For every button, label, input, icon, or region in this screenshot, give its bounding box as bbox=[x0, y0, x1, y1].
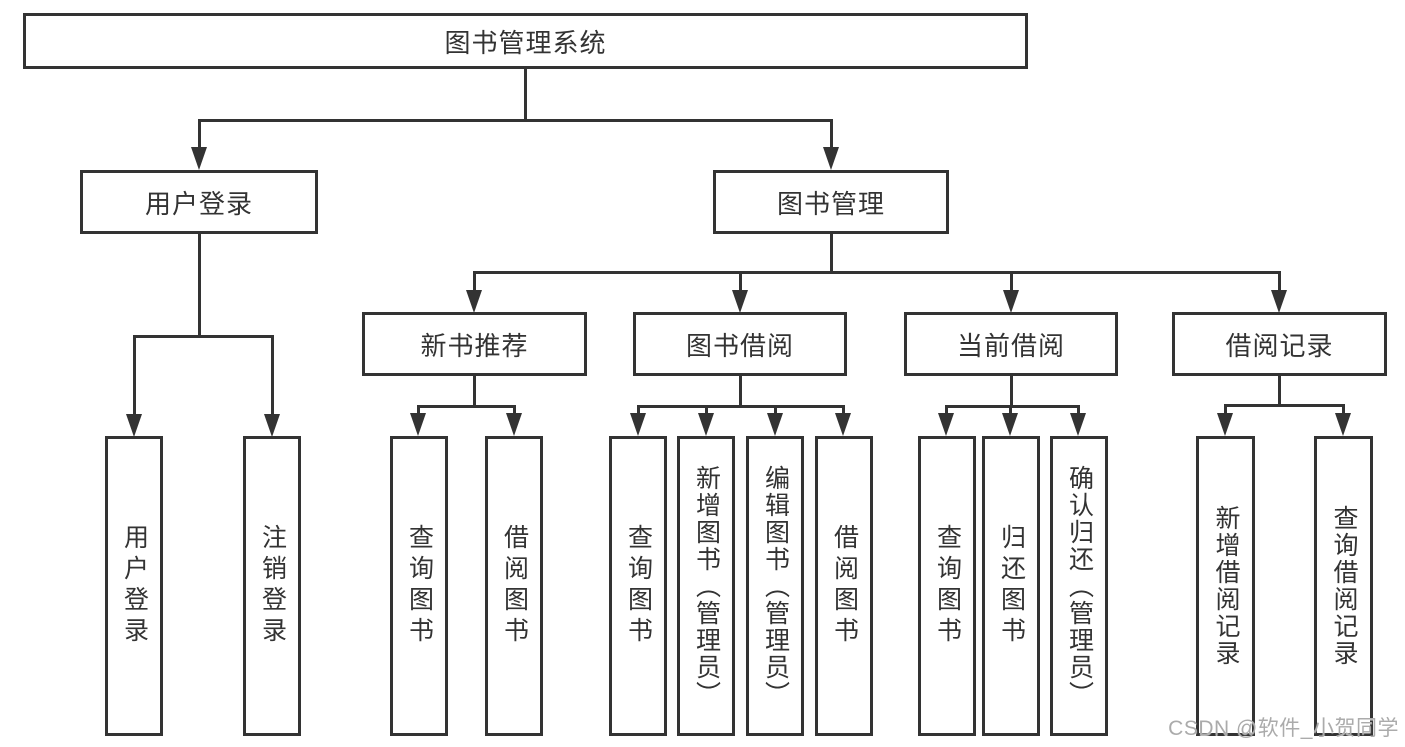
connector-branch bbox=[830, 119, 833, 150]
node-leaf-borrowing-borrow-book: 借阅图书 bbox=[815, 436, 873, 736]
connector-branch bbox=[271, 335, 274, 416]
arrowhead-down-icon bbox=[698, 413, 714, 436]
node-leaf-borrowing-add-book-admin: 新增图书（管理员） bbox=[677, 436, 735, 736]
arrowhead-down-icon bbox=[938, 413, 954, 436]
node-leaf-current-confirm-return-admin: 确认归还（管理员） bbox=[1050, 436, 1108, 736]
node-leaf-records-add-record-label: 新增借阅记录 bbox=[1212, 505, 1240, 667]
connector-level1-rail bbox=[198, 119, 833, 122]
node-leaf-current-return-book-label: 归还图书 bbox=[997, 524, 1026, 648]
connector-root-stem bbox=[524, 69, 527, 120]
csdn-watermark: CSDN @软件_小贺同学 bbox=[1168, 717, 1399, 740]
connector-stem bbox=[1010, 376, 1013, 407]
arrowhead-down-icon bbox=[732, 290, 748, 313]
arrowhead-down-icon bbox=[466, 290, 482, 313]
node-leaf-borrowing-borrow-book-label: 借阅图书 bbox=[830, 524, 859, 648]
node-leaf-records-query-record: 查询借阅记录 bbox=[1314, 436, 1373, 736]
node-borrow-records-label: 借阅记录 bbox=[1225, 330, 1334, 361]
node-leaf-borrowing-add-book-admin-label: 新增图书（管理员） bbox=[692, 464, 721, 708]
connector-branch bbox=[1342, 404, 1345, 416]
node-leaf-user-login: 用户登录 bbox=[105, 436, 163, 736]
node-leaf-current-query-book: 查询图书 bbox=[918, 436, 976, 736]
connector-rail bbox=[133, 335, 274, 338]
connector-branch bbox=[473, 271, 476, 292]
arrowhead-down-icon bbox=[126, 414, 142, 437]
node-new-book-recommend-label: 新书推荐 bbox=[420, 330, 529, 361]
node-leaf-borrowing-query-book-label: 查询图书 bbox=[624, 524, 653, 648]
connector-branch bbox=[739, 271, 742, 292]
arrowhead-down-icon bbox=[264, 414, 280, 437]
arrowhead-down-icon bbox=[835, 413, 851, 436]
node-leaf-borrowing-edit-book-admin-label: 编辑图书（管理员） bbox=[761, 464, 790, 708]
node-leaf-recommend-query-book-label: 查询图书 bbox=[405, 524, 434, 648]
node-current-borrowing: 当前借阅 bbox=[904, 312, 1118, 376]
node-root: 图书管理系统 bbox=[23, 13, 1028, 69]
arrowhead-down-icon bbox=[630, 413, 646, 436]
arrowhead-down-icon bbox=[1335, 413, 1351, 436]
connector-rail bbox=[637, 405, 845, 408]
connector-stem bbox=[198, 234, 201, 337]
node-leaf-recommend-borrow-book: 借阅图书 bbox=[485, 436, 543, 736]
node-book-management: 图书管理 bbox=[713, 170, 949, 234]
node-leaf-records-query-record-label: 查询借阅记录 bbox=[1330, 505, 1358, 667]
node-leaf-current-query-book-label: 查询图书 bbox=[933, 524, 962, 648]
arrowhead-down-icon bbox=[1002, 413, 1018, 436]
arrowhead-down-icon bbox=[823, 147, 839, 170]
connector-rail bbox=[945, 405, 1080, 408]
connector-branch bbox=[1077, 405, 1080, 416]
connector-stem bbox=[739, 376, 742, 407]
arrowhead-down-icon bbox=[506, 413, 522, 436]
arrowhead-down-icon bbox=[191, 147, 207, 170]
connector-stem bbox=[830, 234, 833, 273]
node-book-borrowing: 图书借阅 bbox=[633, 312, 847, 376]
connector-rail bbox=[1224, 404, 1344, 407]
arrowhead-down-icon bbox=[767, 413, 783, 436]
node-root-label: 图书管理系统 bbox=[444, 27, 607, 58]
node-leaf-recommend-borrow-book-label: 借阅图书 bbox=[500, 524, 529, 648]
connector-branch bbox=[133, 335, 136, 416]
node-current-borrowing-label: 当前借阅 bbox=[956, 330, 1065, 361]
node-leaf-logout-label: 注销登录 bbox=[258, 524, 287, 648]
connector-stem bbox=[1278, 376, 1281, 407]
node-book-management-label: 图书管理 bbox=[776, 188, 885, 219]
node-leaf-recommend-query-book: 查询图书 bbox=[390, 436, 448, 736]
node-leaf-logout: 注销登录 bbox=[243, 436, 301, 736]
connector-branch bbox=[417, 405, 420, 416]
arrowhead-down-icon bbox=[1271, 290, 1287, 313]
node-leaf-records-add-record: 新增借阅记录 bbox=[1196, 436, 1255, 736]
node-user-login-label: 用户登录 bbox=[144, 188, 253, 219]
connector-stem bbox=[473, 376, 476, 407]
connector-branch bbox=[842, 405, 845, 416]
connector-branch bbox=[1278, 271, 1281, 292]
arrowhead-down-icon bbox=[1070, 413, 1086, 436]
node-leaf-borrowing-edit-book-admin: 编辑图书（管理员） bbox=[746, 436, 804, 736]
arrowhead-down-icon bbox=[1217, 413, 1233, 436]
arrowhead-down-icon bbox=[1003, 290, 1019, 313]
node-leaf-current-confirm-return-admin-label: 确认归还（管理员） bbox=[1065, 464, 1094, 708]
connector-branch bbox=[945, 405, 948, 416]
node-book-borrowing-label: 图书借阅 bbox=[685, 330, 794, 361]
node-new-book-recommend: 新书推荐 bbox=[362, 312, 587, 376]
connector-rail bbox=[417, 405, 516, 408]
connector-branch bbox=[1009, 405, 1012, 416]
connector-branch bbox=[774, 405, 777, 416]
connector-level2-rail bbox=[473, 271, 1281, 274]
connector-branch bbox=[1010, 271, 1013, 292]
connector-branch bbox=[513, 405, 516, 416]
arrowhead-down-icon bbox=[410, 413, 426, 436]
connector-branch bbox=[637, 405, 640, 416]
node-borrow-records: 借阅记录 bbox=[1172, 312, 1387, 376]
connector-branch bbox=[1224, 404, 1227, 416]
node-leaf-user-login-label: 用户登录 bbox=[120, 524, 149, 648]
node-leaf-borrowing-query-book: 查询图书 bbox=[609, 436, 667, 736]
connector-branch bbox=[705, 405, 708, 416]
node-leaf-current-return-book: 归还图书 bbox=[982, 436, 1040, 736]
connector-branch bbox=[198, 119, 201, 150]
node-user-login: 用户登录 bbox=[80, 170, 318, 234]
